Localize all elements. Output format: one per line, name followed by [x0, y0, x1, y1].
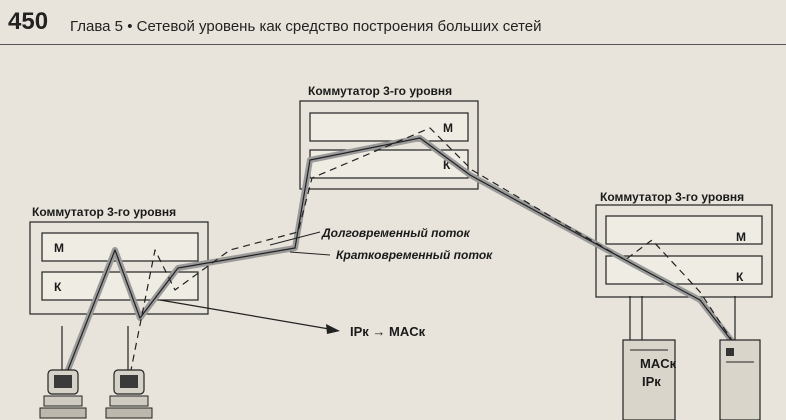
switch-top-m: М: [443, 121, 453, 135]
long-flow-line: [61, 137, 736, 386]
switch-left-label: Коммутатор 3-го уровня: [32, 205, 177, 219]
long-flow-pointer: [269, 231, 321, 246]
switch-right-m: М: [736, 230, 746, 244]
switch-top-label: Коммутатор 3-го уровня: [308, 84, 453, 98]
server-mac-label: MACк: [640, 356, 677, 371]
ip-mac-arrow-line: [159, 299, 336, 331]
ip-mac-label: IPк → MACк: [350, 324, 426, 339]
server-ip-label: IPк: [642, 374, 661, 389]
switch-left: М К: [29, 221, 209, 315]
server-tower-2: [719, 339, 761, 420]
server-tower-1: [622, 339, 676, 420]
short-flow-line: [127, 127, 736, 386]
switch-right-label: Коммутатор 3-го уровня: [600, 190, 745, 204]
page-header: 450 Глава 5 • Сетевой уровень как средст…: [0, 0, 786, 44]
page-number: 450: [8, 8, 49, 35]
switch-right: М К: [595, 204, 773, 298]
switch-right-k: К: [736, 270, 744, 284]
short-flow-label: Кратковременный поток: [336, 248, 493, 262]
switch-top-k: К: [443, 158, 451, 172]
workstation-2: [105, 369, 153, 419]
long-flow-label: Долговременный поток: [322, 226, 470, 240]
workstation-1: [39, 369, 87, 419]
header-rule: [0, 44, 786, 45]
switch-left-m: М: [54, 241, 64, 255]
chapter-title: Глава 5 • Сетевой уровень как средство п…: [70, 18, 542, 35]
short-flow-pointer: [289, 251, 331, 256]
ip-mac-arrowhead: [326, 324, 340, 334]
switch-left-k: К: [54, 280, 62, 294]
